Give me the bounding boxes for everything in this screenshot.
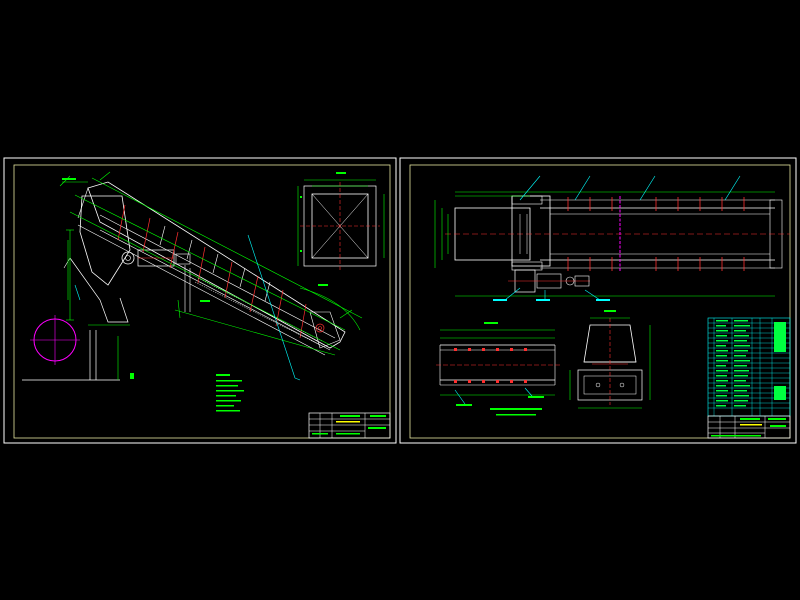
- parts-table-cols: [713, 318, 773, 416]
- technical-notes: [216, 374, 244, 412]
- motor-box: [175, 253, 191, 265]
- long-section-note: [490, 408, 542, 410]
- sheet-1-inner-border: [13, 164, 391, 439]
- sheet-1-outer-frame: [3, 157, 397, 444]
- dim-label-tail: [318, 284, 328, 286]
- belt-upper-line: [99, 214, 336, 339]
- longitudinal-section: [436, 322, 560, 416]
- conveyor-frame-outline: [87, 181, 346, 349]
- inclined-conveyor: [63, 181, 346, 356]
- long-section-label: [484, 322, 498, 324]
- frame-head-edge: [77, 187, 89, 219]
- drive-pulley-hub: [125, 255, 131, 261]
- sheet-1-dimensions: [59, 171, 363, 356]
- section-view-a: [297, 172, 385, 270]
- plan-dimensions: [434, 191, 775, 297]
- title-block-2: [707, 415, 791, 439]
- plan-cross-marks: [567, 197, 745, 271]
- title-block-1: [308, 412, 391, 439]
- sheet-2-outer-frame: [399, 157, 797, 444]
- notes-title: [216, 374, 230, 376]
- sheet-2-inner-border: [409, 164, 791, 439]
- sheet-1-leaders: [74, 234, 301, 381]
- bolt-holes-bottom: [454, 380, 527, 383]
- plan-leaders: [504, 175, 741, 301]
- drive-pulley: [121, 251, 135, 265]
- sheet-1-dimension-labels: [62, 178, 328, 379]
- receiving-drum-detail: [22, 315, 120, 381]
- head-hopper: [79, 195, 131, 286]
- dim-label-mid: [200, 300, 210, 302]
- tail-pulley: [315, 323, 325, 333]
- idlers: [159, 225, 271, 302]
- belt-hatch: [194, 277, 323, 346]
- plan-leader-labels: [493, 299, 610, 301]
- plan-view: [445, 195, 790, 293]
- cross-members: [117, 204, 307, 339]
- tail-housing: [309, 311, 341, 349]
- cross-section-view: [569, 310, 651, 409]
- tail-pulley-hub: [318, 326, 322, 330]
- sheet-1: [3, 157, 397, 444]
- discharge-chute: [69, 257, 129, 323]
- frame-bottom-line: [77, 224, 326, 356]
- chute-lip: [63, 257, 71, 269]
- dim-label-ground: [130, 373, 134, 379]
- parts-table: [707, 317, 791, 417]
- sheet-2: [399, 157, 797, 444]
- bolt-holes-top: [454, 348, 527, 351]
- section-label: [336, 172, 346, 174]
- belt-lower-line: [99, 229, 331, 351]
- cross-section-label: [604, 310, 616, 312]
- dim-label-head: [62, 178, 76, 180]
- parts-table-text: [716, 320, 786, 407]
